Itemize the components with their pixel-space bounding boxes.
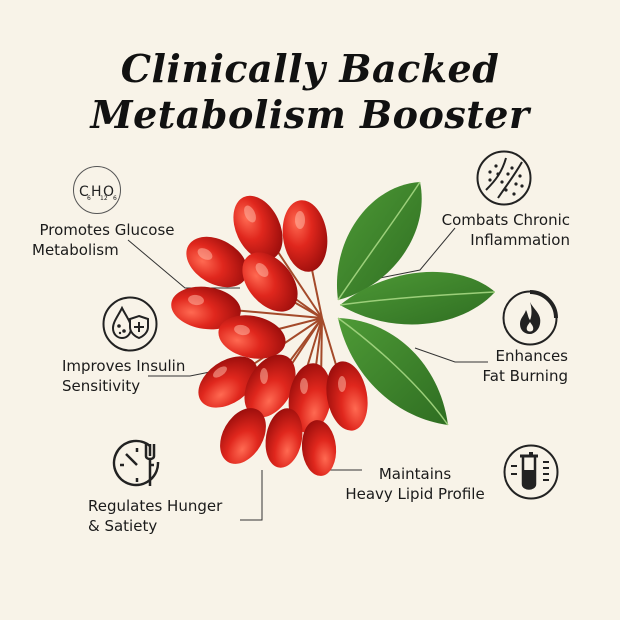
- berry: [282, 200, 328, 272]
- svg-text:H: H: [91, 184, 102, 200]
- berry: [171, 286, 241, 330]
- berry: [198, 356, 258, 408]
- benefit-lipid-line1: Maintains: [378, 465, 452, 483]
- berry: [301, 420, 337, 476]
- benefit-insulin-line1: Improves Insulin: [62, 357, 186, 375]
- fork-clock-icon: [112, 439, 160, 487]
- svg-text:6: 6: [87, 195, 91, 202]
- benefit-glucose-line1: Promotes Glucose: [39, 221, 175, 239]
- berry: [244, 354, 296, 418]
- svg-text:C: C: [79, 184, 89, 200]
- insulin-drop-shield-icon: [102, 296, 158, 352]
- inflammation-cells-icon: [476, 150, 532, 206]
- benefit-lipid: Maintains Heavy Lipid Profile: [330, 464, 500, 504]
- benefit-fat-burning: Enhances Fat Burning: [448, 346, 569, 386]
- benefit-fat-burning-line1: Enhances: [495, 347, 568, 365]
- benefit-glucose: Promotes Glucose Metabolism: [22, 220, 192, 260]
- benefit-hunger-line2: & Satiety: [88, 517, 158, 535]
- benefit-inflammation-line2: Inflammation: [470, 231, 570, 249]
- benefit-hunger-line1: Regulates Hunger: [88, 497, 223, 515]
- leaf-middle: [339, 271, 496, 325]
- benefit-inflammation-line1: Combats Chronic: [441, 211, 570, 229]
- berry: [218, 315, 286, 359]
- berry: [326, 361, 368, 431]
- flame-icon: [502, 290, 558, 346]
- benefit-hunger: Regulates Hunger & Satiety: [88, 496, 248, 536]
- benefit-inflammation: Combats Chronic Inflammation: [410, 210, 570, 250]
- leaf-top: [336, 181, 422, 301]
- benefit-lipid-line2: Heavy Lipid Profile: [345, 485, 485, 503]
- svg-text:12: 12: [100, 195, 108, 202]
- page-title-line2: Metabolism Booster: [90, 92, 530, 137]
- benefit-fat-burning-line2: Fat Burning: [482, 367, 569, 385]
- berries: [171, 195, 368, 476]
- berry: [265, 408, 303, 468]
- leaf-bottom: [337, 317, 449, 426]
- test-tube-icon: [503, 444, 559, 500]
- svg-text:O: O: [103, 184, 114, 200]
- berry: [220, 408, 266, 464]
- berry: [288, 363, 332, 433]
- benefit-insulin: Improves Insulin Sensitivity: [62, 356, 212, 396]
- benefit-glucose-line2: Metabolism: [32, 241, 119, 259]
- glucose-formula-icon: C 6 H 12 O 6: [73, 166, 121, 214]
- page-title-line1: Clinically Backed: [120, 46, 500, 91]
- benefit-insulin-line2: Sensitivity: [62, 377, 141, 395]
- svg-text:6: 6: [113, 195, 117, 202]
